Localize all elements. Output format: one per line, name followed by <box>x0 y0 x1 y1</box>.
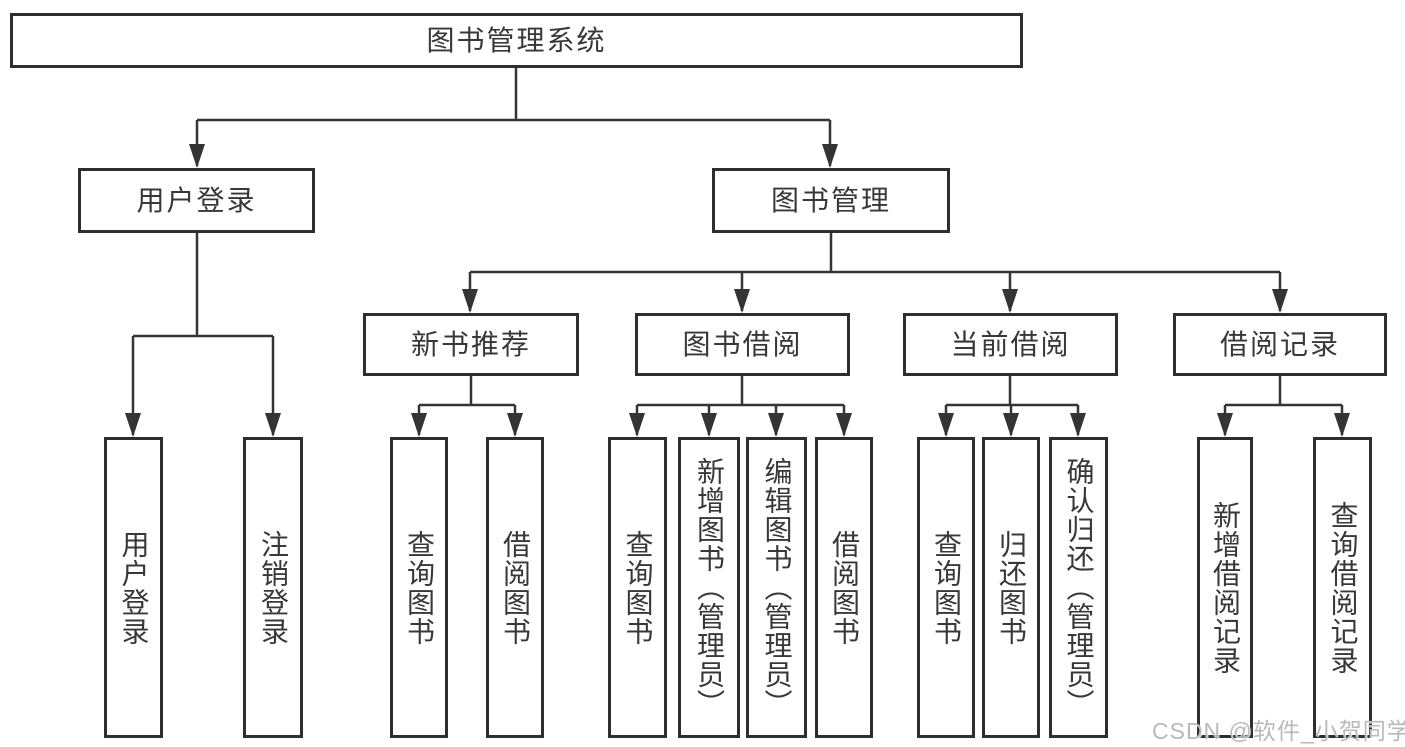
arrowhead <box>1272 289 1288 313</box>
arrowhead <box>836 413 852 437</box>
arrowhead <box>1003 413 1019 437</box>
arrowhead <box>629 413 645 437</box>
arrowhead <box>462 289 478 313</box>
arrowhead <box>189 144 205 168</box>
leaf-add-book-admin: 新增图书（管理员） <box>678 437 740 738</box>
arrowhead <box>1334 413 1350 437</box>
arrowhead <box>1070 413 1086 437</box>
leaf-logout: 注销登录 <box>243 437 303 738</box>
connector-new-book-to-leaves <box>417 376 517 435</box>
arrowhead <box>701 413 717 437</box>
arrowhead <box>734 289 750 313</box>
connector-root-to-level2 <box>195 68 832 166</box>
leaf-edit-book-admin: 编辑图书（管理员） <box>746 437 807 738</box>
leaf-confirm-return-admin: 确认归还（管理员） <box>1049 437 1108 738</box>
arrowhead <box>265 413 281 437</box>
arrowhead <box>1217 413 1233 437</box>
node-book-borrow: 图书借阅 <box>635 313 850 376</box>
node-new-book-recommend: 新书推荐 <box>363 313 579 376</box>
arrowhead <box>507 413 523 437</box>
leaf-borrow-book-2: 借阅图书 <box>815 437 873 738</box>
node-book-management: 图书管理 <box>712 168 950 233</box>
connector-current-borrow-to-leaves <box>944 376 1080 435</box>
leaf-query-book-3: 查询图书 <box>917 437 975 738</box>
node-user-login: 用户登录 <box>78 168 315 233</box>
node-root: 图书管理系统 <box>10 13 1023 68</box>
leaf-query-book-1: 查询图书 <box>390 437 448 738</box>
arrowhead <box>125 413 141 437</box>
leaf-add-borrow-record: 新增借阅记录 <box>1197 437 1253 738</box>
leaf-query-borrow-record: 查询借阅记录 <box>1313 437 1372 738</box>
connector-book-mgmt-to-level3 <box>468 233 1282 311</box>
arrowhead <box>411 413 427 437</box>
arrowhead <box>1002 289 1018 313</box>
connector-borrow-records-to-leaves <box>1223 376 1344 435</box>
leaf-query-book-2: 查询图书 <box>608 437 667 738</box>
arrowhead <box>768 413 784 437</box>
arrowhead <box>938 413 954 437</box>
csdn-watermark: CSDN @软件_小贺同学 <box>1152 718 1405 744</box>
leaf-return-book: 归还图书 <box>982 437 1040 738</box>
node-current-borrow: 当前借阅 <box>903 313 1118 376</box>
connector-user-login-to-leaves <box>131 233 275 435</box>
leaf-borrow-book-1: 借阅图书 <box>486 437 544 738</box>
connector-book-borrow-to-leaves <box>635 376 846 435</box>
node-borrow-records: 借阅记录 <box>1173 313 1387 376</box>
arrowhead <box>822 144 838 168</box>
leaf-user-login: 用户登录 <box>104 437 163 738</box>
